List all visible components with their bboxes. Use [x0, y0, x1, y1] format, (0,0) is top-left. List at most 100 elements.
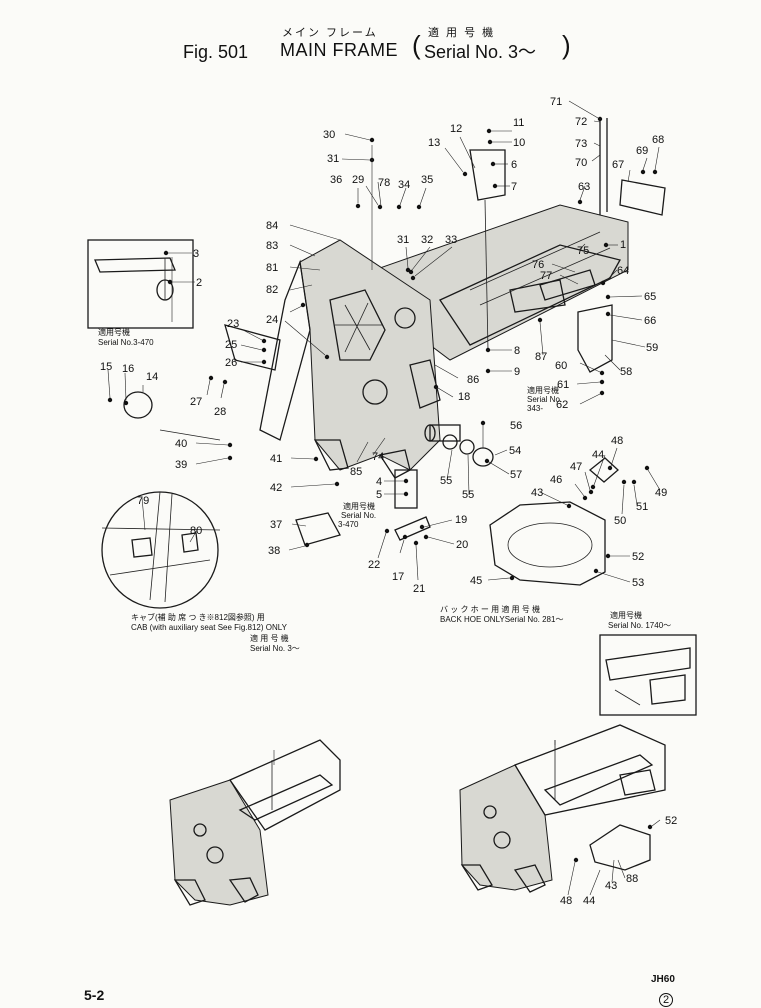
cab-detail-inset	[101, 491, 221, 609]
note-343-a: Serial No.	[527, 395, 562, 404]
callout-13: 13	[428, 137, 440, 149]
callout-74: 74	[372, 451, 384, 463]
note-cab-jp: キャブ(補 助 席 つ き※812図参照) 用	[131, 612, 265, 622]
inset-box-serial-1740	[599, 634, 697, 716]
callout-35: 35	[421, 174, 433, 186]
callout-59: 59	[646, 342, 658, 354]
callout-55-b: 55	[462, 489, 474, 501]
callout-83: 83	[266, 240, 278, 252]
callout-28: 28	[214, 406, 226, 418]
callout-33: 33	[445, 234, 457, 246]
callout-85: 85	[350, 466, 362, 478]
callout-55: 55	[440, 475, 452, 487]
callout-69: 69	[636, 145, 648, 157]
callout-31-b: 31	[397, 234, 409, 246]
note-inset-serial-jp: 適用号機	[98, 327, 130, 337]
callout-78: 78	[378, 177, 390, 189]
model-code: JH60	[651, 974, 675, 985]
callout-36: 36	[330, 174, 342, 186]
leader-lines	[107, 100, 661, 896]
callout-76: 76	[532, 259, 544, 271]
callout-68: 68	[652, 134, 664, 146]
note-343-jp: 適用号機	[527, 385, 559, 395]
callout-54: 54	[509, 445, 521, 457]
callout-3: 3	[193, 248, 199, 260]
callout-44-lower: 44	[583, 895, 595, 907]
callout-37: 37	[270, 519, 282, 531]
callout-88: 88	[626, 873, 638, 885]
close-parenthesis: )	[562, 30, 571, 60]
note-cab-serial-jp: 適 用 号 機	[250, 633, 289, 643]
figure-number: Fig. 501	[183, 42, 249, 62]
title-japanese: メイン フレーム	[282, 27, 378, 39]
callout-31: 31	[327, 153, 339, 165]
callout-82: 82	[266, 284, 278, 296]
notes: 適用号機 Serial No.3-470 適用号機 Serial No. 343…	[98, 327, 671, 653]
callout-45: 45	[470, 575, 482, 587]
callout-44: 44	[592, 449, 604, 461]
callout-73: 73	[575, 138, 587, 150]
callout-67: 67	[612, 159, 624, 171]
title-english: MAIN FRAME	[280, 40, 399, 60]
callout-9: 9	[514, 366, 520, 378]
note-cab-serial: Serial No. 3～	[250, 644, 300, 653]
callout-21: 21	[413, 583, 425, 595]
callout-27: 27	[190, 396, 202, 408]
callout-46: 46	[550, 474, 562, 486]
callout-6: 6	[511, 159, 517, 171]
callout-15: 15	[100, 361, 112, 373]
revision-mark: 2	[659, 993, 673, 1007]
main-frame-drawing	[87, 118, 666, 586]
callout-4: 4	[376, 476, 382, 488]
callout-81: 81	[266, 262, 278, 274]
callout-10: 10	[513, 137, 525, 149]
callout-25: 25	[225, 339, 237, 351]
callout-80: 80	[190, 525, 202, 537]
callout-49: 49	[655, 487, 667, 499]
callout-51: 51	[636, 501, 648, 513]
callout-32: 32	[421, 234, 433, 246]
note-3470-a: Serial No.	[341, 511, 376, 520]
serial-range: Serial No. 3～	[424, 42, 537, 62]
serial-japanese: 適 用 号 機	[428, 27, 496, 39]
callout-29: 29	[352, 174, 364, 186]
callout-58: 58	[620, 366, 632, 378]
callout-50: 50	[614, 515, 626, 527]
callout-72: 72	[575, 116, 587, 128]
callout-38: 38	[268, 545, 280, 557]
callout-19: 19	[455, 514, 467, 526]
callout-12: 12	[450, 123, 462, 135]
note-3470-b: 3-470	[338, 520, 359, 529]
callout-22: 22	[368, 559, 380, 571]
callout-30: 30	[323, 129, 335, 141]
callout-63: 63	[578, 181, 590, 193]
callout-86: 86	[467, 374, 479, 386]
callout-66: 66	[644, 315, 656, 327]
callout-60: 60	[555, 360, 567, 372]
callout-24: 24	[266, 314, 278, 326]
callout-14: 14	[146, 371, 158, 383]
callout-26: 26	[225, 357, 237, 369]
callout-64: 64	[617, 265, 629, 277]
callout-16: 16	[122, 363, 134, 375]
open-parenthesis: (	[412, 30, 421, 60]
callout-47: 47	[570, 461, 582, 473]
callout-7: 7	[511, 181, 517, 193]
callout-18: 18	[458, 391, 470, 403]
callout-43-lower: 43	[605, 880, 617, 892]
callout-34: 34	[398, 179, 410, 191]
callout-65: 65	[644, 291, 656, 303]
note-343-b: 343-	[527, 404, 543, 413]
callout-56: 56	[510, 420, 522, 432]
callout-52: 52	[632, 551, 644, 563]
callout-57: 57	[510, 469, 522, 481]
callout-71: 71	[550, 96, 562, 108]
callout-52-lower: 52	[665, 815, 677, 827]
callout-53: 53	[632, 577, 644, 589]
callout-17: 17	[392, 571, 404, 583]
callout-70: 70	[575, 157, 587, 169]
callout-48-lower: 48	[560, 895, 572, 907]
callout-2: 2	[196, 277, 202, 289]
